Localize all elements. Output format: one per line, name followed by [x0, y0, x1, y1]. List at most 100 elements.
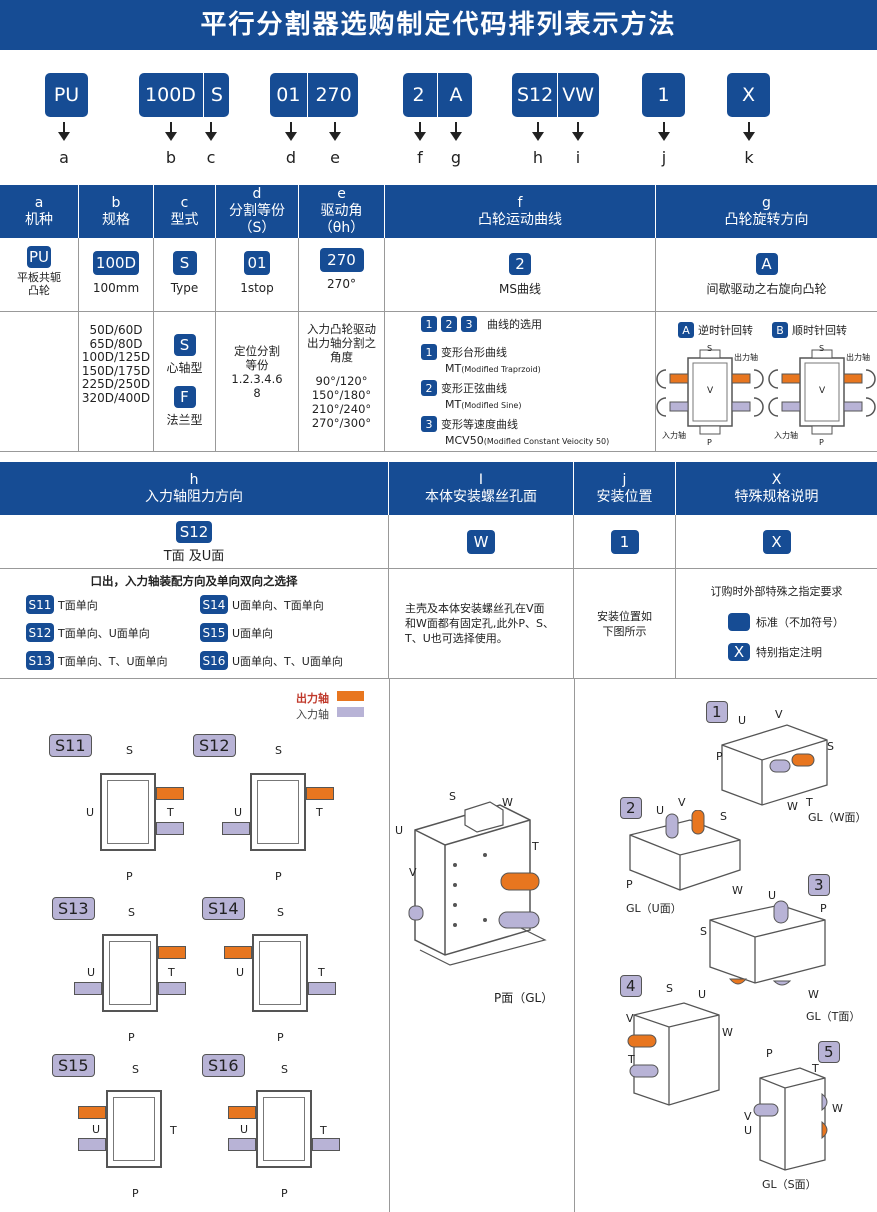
pos5-v: V: [744, 1110, 752, 1123]
f-item-1-en: (Modifled Traprzoid): [461, 365, 541, 374]
s11-in-shaft: [156, 822, 184, 835]
t2-h-j-name: 安装位置: [596, 488, 653, 505]
ga-out: 出力轴: [734, 353, 758, 362]
code-pu-text: PU: [53, 84, 80, 106]
t1-b-list-2: 100D/125D: [81, 350, 151, 364]
s16-s: S: [281, 1063, 288, 1076]
f-item-3-en: (Modifled Constant Veiocity 50): [483, 437, 610, 446]
pos-5-label: 5: [818, 1041, 840, 1063]
t2-x-text: 订购时外部特殊之指定要求: [710, 585, 843, 598]
ga-s: S: [707, 344, 713, 353]
code-b-text: 100D: [145, 84, 196, 106]
letter-g: g: [450, 148, 462, 167]
s12-u: U: [234, 806, 243, 819]
g-diagram-a-svg: [656, 349, 764, 435]
s16-label: S16: [202, 1054, 245, 1077]
t2-h-badge: S12: [176, 521, 212, 543]
f-sel-2: 2: [441, 316, 457, 332]
t1-h-d-name: 分割等份: [229, 203, 285, 219]
s12-s: S: [275, 744, 282, 757]
pos1-p: P: [716, 750, 723, 763]
pos-3-caption: GL（T面）: [806, 1010, 861, 1023]
gb-p: P: [819, 438, 824, 447]
f-item-1-name: 变形台形曲线: [441, 346, 507, 359]
h-s16-text: U面单向、T、U面单向: [232, 654, 343, 668]
t1-e-angle-1: 150°/180°: [311, 388, 372, 402]
pos2-u: U: [656, 804, 665, 817]
t1-c-f-badge: F: [173, 386, 196, 408]
t1-h-a-name: 机种: [25, 211, 53, 228]
t1-d-desc: 1stop: [240, 281, 274, 295]
letter-k: k: [744, 148, 754, 167]
s11-p: P: [126, 870, 133, 883]
t1-d-text-1: 等份: [245, 358, 269, 372]
s15-u: U: [92, 1123, 101, 1136]
t1-c-desc: Type: [170, 281, 199, 295]
pos2-s: S: [720, 810, 727, 823]
t1-h-c-letter: c: [180, 194, 189, 211]
s15-t: T: [170, 1124, 177, 1137]
legend-in-swatch: [337, 707, 364, 717]
pos1-w: W: [787, 800, 798, 813]
pos-4-label: 4: [620, 975, 642, 997]
code-c-text: S: [210, 84, 223, 106]
g-ccw-legend: A 逆时针回转: [678, 322, 753, 338]
f-item-2-num: 2: [421, 380, 437, 396]
pos2-w: W: [732, 884, 743, 897]
t1-e-angle-0: 90°/120°: [315, 374, 368, 388]
s13-in-shaft-left: [74, 982, 102, 995]
letter-e: e: [330, 148, 340, 167]
g-a-desc: 逆时针回转: [698, 324, 753, 337]
s16-housing: [256, 1090, 312, 1168]
t2-i-badge: W: [467, 529, 495, 554]
t2-j-badge: 1: [610, 529, 639, 554]
t2-h-j-letter: j: [622, 471, 627, 488]
t1-r2-d: 定位分割 等份 1.2.3.4.6 8: [216, 312, 299, 452]
t2-i-text-2: T、U也可选择使用。: [405, 632, 508, 645]
legend-in-label: 入力轴: [296, 708, 329, 721]
s13-s: S: [128, 906, 135, 919]
gb-s: S: [819, 344, 825, 353]
pos4-s: S: [666, 982, 673, 995]
t2-x-badge: X: [762, 529, 791, 554]
s13-housing: [102, 934, 158, 1012]
f-sel-1: 1: [421, 316, 437, 332]
t2-h-h-letter: h: [189, 471, 199, 488]
code-g-text: A: [449, 84, 463, 106]
s14-in-shaft: [308, 982, 336, 995]
g-a-badge: A: [678, 322, 694, 338]
x-standard-row: 标准（不加符号）: [728, 613, 844, 631]
s16-p: P: [281, 1187, 288, 1200]
f-item-2-name: 变形正弦曲线: [441, 382, 507, 395]
gb-in: 入力轴: [774, 431, 798, 440]
t1-e-text-2: 角度: [330, 350, 353, 364]
pos4-w: W: [722, 1026, 733, 1039]
letter-i: i: [575, 148, 581, 167]
pos-1-label: 1: [706, 701, 728, 723]
t1-r1-a: PU 平板共轭 凸轮: [0, 238, 79, 312]
t2-h-x-letter: X: [771, 471, 782, 488]
s15-housing: [106, 1090, 162, 1168]
pos-5-caption: GL（S面）: [762, 1178, 817, 1191]
s14-t: T: [318, 966, 325, 979]
s16-t: T: [320, 1124, 327, 1137]
t1-h-g-name: 凸轮旋转方向: [724, 211, 809, 228]
t1-e-text-1: 出力轴分割之: [307, 336, 376, 350]
t2-r2-j: 安装位置如 下图所示: [574, 569, 676, 679]
g-b-badge: B: [772, 322, 788, 338]
t1-f-badge: 2: [509, 253, 531, 275]
pos1-v: V: [775, 708, 783, 721]
s12-in-shaft: [222, 822, 250, 835]
t1-h-f-name: 凸轮运动曲线: [478, 211, 562, 228]
code-i-text: VW: [562, 84, 595, 106]
